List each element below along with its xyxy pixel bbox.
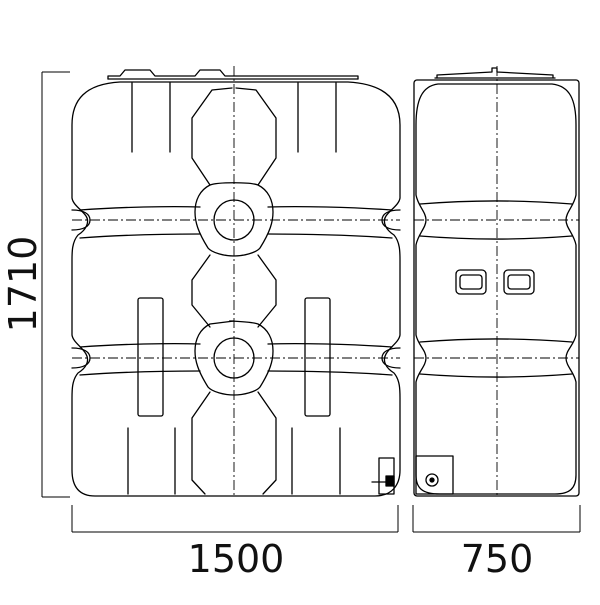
side-width-dimension-label: 750 <box>461 537 534 581</box>
front-width-dimension-label: 1500 <box>188 537 285 581</box>
height-dimension-label: 1710 <box>1 236 45 333</box>
side-width-dimension-line <box>412 505 581 533</box>
front-width-dimension-line <box>71 505 399 533</box>
tank-front-view-icon <box>71 66 401 497</box>
tank-side-view-icon <box>413 66 580 497</box>
height-dimension-line <box>41 71 70 498</box>
